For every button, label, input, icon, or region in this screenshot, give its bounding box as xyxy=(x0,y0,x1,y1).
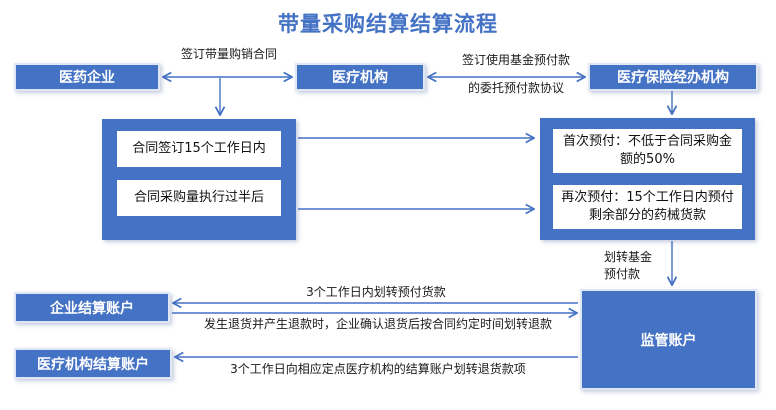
label-transfer-fund-line1: 划转基金 xyxy=(604,250,653,264)
rule-first-prepayment: 首次预付：不低于合同采购金额的50% xyxy=(553,129,742,173)
rule-second-prepayment: 再次预付：15个工作日内预付剩余部分的药械货款 xyxy=(553,185,742,229)
milestone-contract-signed-15days: 合同签订15个工作日内 xyxy=(117,131,281,167)
node-supervision-account: 监管账户 xyxy=(580,289,757,390)
label-transfer-prepayment-3days: 3个工作日内划转预付货款 xyxy=(306,285,446,299)
group-prepayment-rules: 首次预付：不低于合同采购金额的50% 再次预付：15个工作日内预付剩余部分的药械… xyxy=(540,118,755,240)
node-medical-institution: 医疗机构 xyxy=(295,63,425,91)
label-fund-prepayment-agreement-line2: 的委托预付款协议 xyxy=(467,81,564,95)
label-sign-volume-contract: 签订带量购销合同 xyxy=(180,47,277,61)
page-title: 带量采购结算结算流程 xyxy=(278,12,498,36)
node-pharma-enterprise: 医药企业 xyxy=(14,63,160,91)
label-transfer-fund-line2: 预付款 xyxy=(604,267,641,281)
group-contract-milestones: 合同签订15个工作日内 合同采购量执行过半后 xyxy=(102,119,296,240)
milestone-half-volume-executed: 合同采购量执行过半后 xyxy=(117,180,281,216)
label-refund-to-hospital-account: 3个工作日向相应定点医疗机构的结算账户划转退货款项 xyxy=(230,362,526,376)
node-hospital-settlement-account: 医疗机构结算账户 xyxy=(14,348,172,379)
label-refund-to-supervision: 发生退货并产生退款时，企业确认退货后按合同约定时间划转退款 xyxy=(203,317,552,331)
node-insurance-agency: 医疗保险经办机构 xyxy=(588,63,758,91)
label-fund-prepayment-agreement-line1: 签订使用基金预付款 xyxy=(461,53,570,67)
node-enterprise-settlement-account: 企业结算账户 xyxy=(14,292,170,323)
